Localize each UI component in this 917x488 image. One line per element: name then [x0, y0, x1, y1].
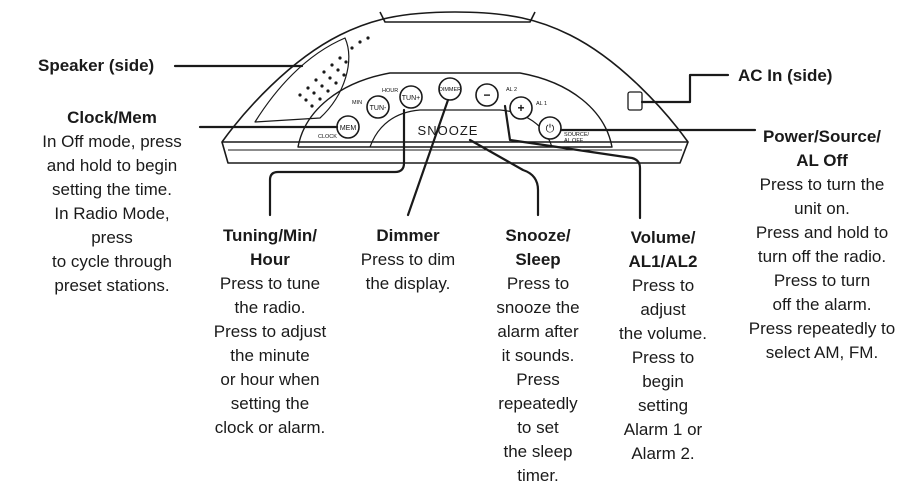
callout-power-line: unit on.	[794, 199, 850, 218]
callout-snooze-line: snooze the	[496, 298, 580, 317]
panel-label-clock: CLOCK	[318, 134, 337, 140]
callout-clock-mem-line: preset stations.	[54, 276, 170, 295]
callout-volume-line: setting	[637, 396, 689, 415]
callout-snooze-line: alarm after	[497, 322, 579, 341]
callout-volume-title: Volume/	[630, 228, 696, 247]
clock-radio-device	[221, 11, 689, 164]
callout-power-line: Press to turn	[773, 271, 871, 290]
panel-label-hour: HOUR	[382, 88, 398, 94]
callout-power-title: Power/Source/	[762, 127, 882, 146]
svg-text:TUN-: TUN-	[370, 105, 387, 112]
callout-clock-mem-line: In Off mode, press	[42, 132, 182, 151]
callout-snooze-line: Press	[516, 370, 560, 389]
button-power[interactable]: ⏻	[538, 116, 562, 140]
callout-snooze: Snooze/ Sleep Press to snooze the alarm …	[480, 224, 596, 488]
callout-dimmer-line: the display.	[365, 274, 451, 293]
panel-label-al1: AL 1	[536, 101, 547, 107]
callout-snooze-line: to set	[517, 418, 559, 437]
leader-tuning	[268, 108, 406, 217]
callout-power-line: off the alarm.	[772, 295, 872, 314]
button-dimmer[interactable]: DIMMER	[438, 77, 462, 101]
callout-tuning-line: the radio.	[234, 298, 306, 317]
callout-clock-mem-line: press	[91, 228, 133, 247]
callout-power-line: turn off the radio.	[757, 247, 887, 266]
callout-power-line: Press and hold to	[755, 223, 889, 242]
callout-tuning: Tuning/Min/ Hour Press to tune the radio…	[198, 224, 342, 440]
callout-power: Power/Source/ AL Off Press to turn the u…	[730, 125, 914, 365]
callout-clock-mem-line: to cycle through	[51, 252, 172, 271]
callout-volume-line: Alarm 2.	[631, 444, 695, 463]
callout-speaker-title: Speaker (side)	[38, 56, 155, 75]
callout-tuning-title: Tuning/Min/	[222, 226, 318, 245]
callout-tuning-line: setting the	[230, 394, 310, 413]
callout-tuning-title: Hour	[250, 250, 290, 269]
callout-power-title: AL Off	[796, 151, 848, 170]
panel-label-min: MIN	[352, 100, 362, 106]
leader-volume	[503, 104, 642, 220]
leader-snooze	[468, 138, 540, 217]
callout-snooze-title: Snooze/	[505, 226, 571, 245]
callout-dimmer-title: Dimmer	[376, 226, 440, 245]
snooze-bar-label[interactable]: SNOOZE	[418, 123, 479, 138]
svg-text:DIMMER: DIMMER	[439, 87, 461, 93]
speaker-dots	[298, 36, 370, 108]
callout-dimmer-line: Press to dim	[360, 250, 456, 269]
callout-ac-in: AC In (side)	[738, 64, 832, 88]
callout-ac-in-title: AC In (side)	[738, 66, 833, 85]
button-mem[interactable]: MEM	[336, 115, 360, 139]
callout-tuning-line: clock or alarm.	[214, 418, 326, 437]
callout-power-line: select AM, FM.	[765, 343, 879, 362]
callout-speaker: Speaker (side)	[38, 54, 154, 78]
leader-ac-in	[640, 73, 730, 104]
callout-clock-mem: Clock/Mem In Off mode, press and hold to…	[22, 106, 202, 298]
callout-tuning-line: or hour when	[220, 370, 320, 389]
callout-clock-mem-line: and hold to begin	[46, 156, 178, 175]
callout-snooze-line: timer.	[517, 466, 559, 485]
svg-text:⏻: ⏻	[546, 123, 555, 135]
panel-label-source: SOURCE/	[564, 132, 590, 138]
callout-clock-mem-line: setting the time.	[51, 180, 172, 199]
leader-dimmer	[406, 98, 450, 217]
callout-snooze-line: Press to	[506, 274, 570, 293]
callout-volume: Volume/ AL1/AL2 Press to adjust the volu…	[604, 226, 722, 466]
callout-volume-line: begin	[642, 372, 684, 391]
callout-snooze-line: the sleep	[503, 442, 573, 461]
button-volume-up[interactable]: +	[509, 96, 533, 120]
callout-snooze-line: repeatedly	[498, 394, 578, 413]
callout-clock-mem-line: In Radio Mode,	[54, 204, 170, 223]
callout-volume-line: Press to	[631, 348, 695, 367]
svg-text:+: +	[517, 101, 524, 115]
callout-snooze-line: it sounds.	[501, 346, 575, 365]
callout-snooze-title: Sleep	[515, 250, 561, 269]
panel-label-al-off: AL OFF	[564, 138, 584, 144]
button-volume-down[interactable]: −	[475, 83, 499, 107]
callout-tuning-line: Press to tune	[219, 274, 321, 293]
panel-label-al2: AL 2	[506, 87, 517, 93]
svg-text:−: −	[483, 88, 490, 102]
callout-dimmer: Dimmer Press to dim the display.	[350, 224, 466, 296]
callout-volume-line: Alarm 1 or	[623, 420, 703, 439]
callout-volume-line: Press to	[631, 276, 695, 295]
callout-clock-mem-title: Clock/Mem	[67, 108, 157, 127]
callout-power-line: Press repeatedly to	[748, 319, 896, 338]
svg-text:TUN+: TUN+	[402, 95, 420, 102]
ac-in-port	[627, 91, 643, 111]
button-tun-plus[interactable]: TUN+	[399, 85, 423, 109]
callout-power-line: Press to turn the	[759, 175, 885, 194]
callout-tuning-line: Press to adjust	[213, 322, 327, 341]
callout-volume-line: the volume.	[619, 324, 707, 343]
button-tun-minus[interactable]: TUN-	[366, 95, 390, 119]
callout-tuning-line: the minute	[230, 346, 310, 365]
svg-text:MEM: MEM	[340, 125, 357, 132]
speaker-grille	[254, 37, 350, 123]
callout-volume-title: AL1/AL2	[628, 252, 698, 271]
callout-volume-line: adjust	[640, 300, 686, 319]
